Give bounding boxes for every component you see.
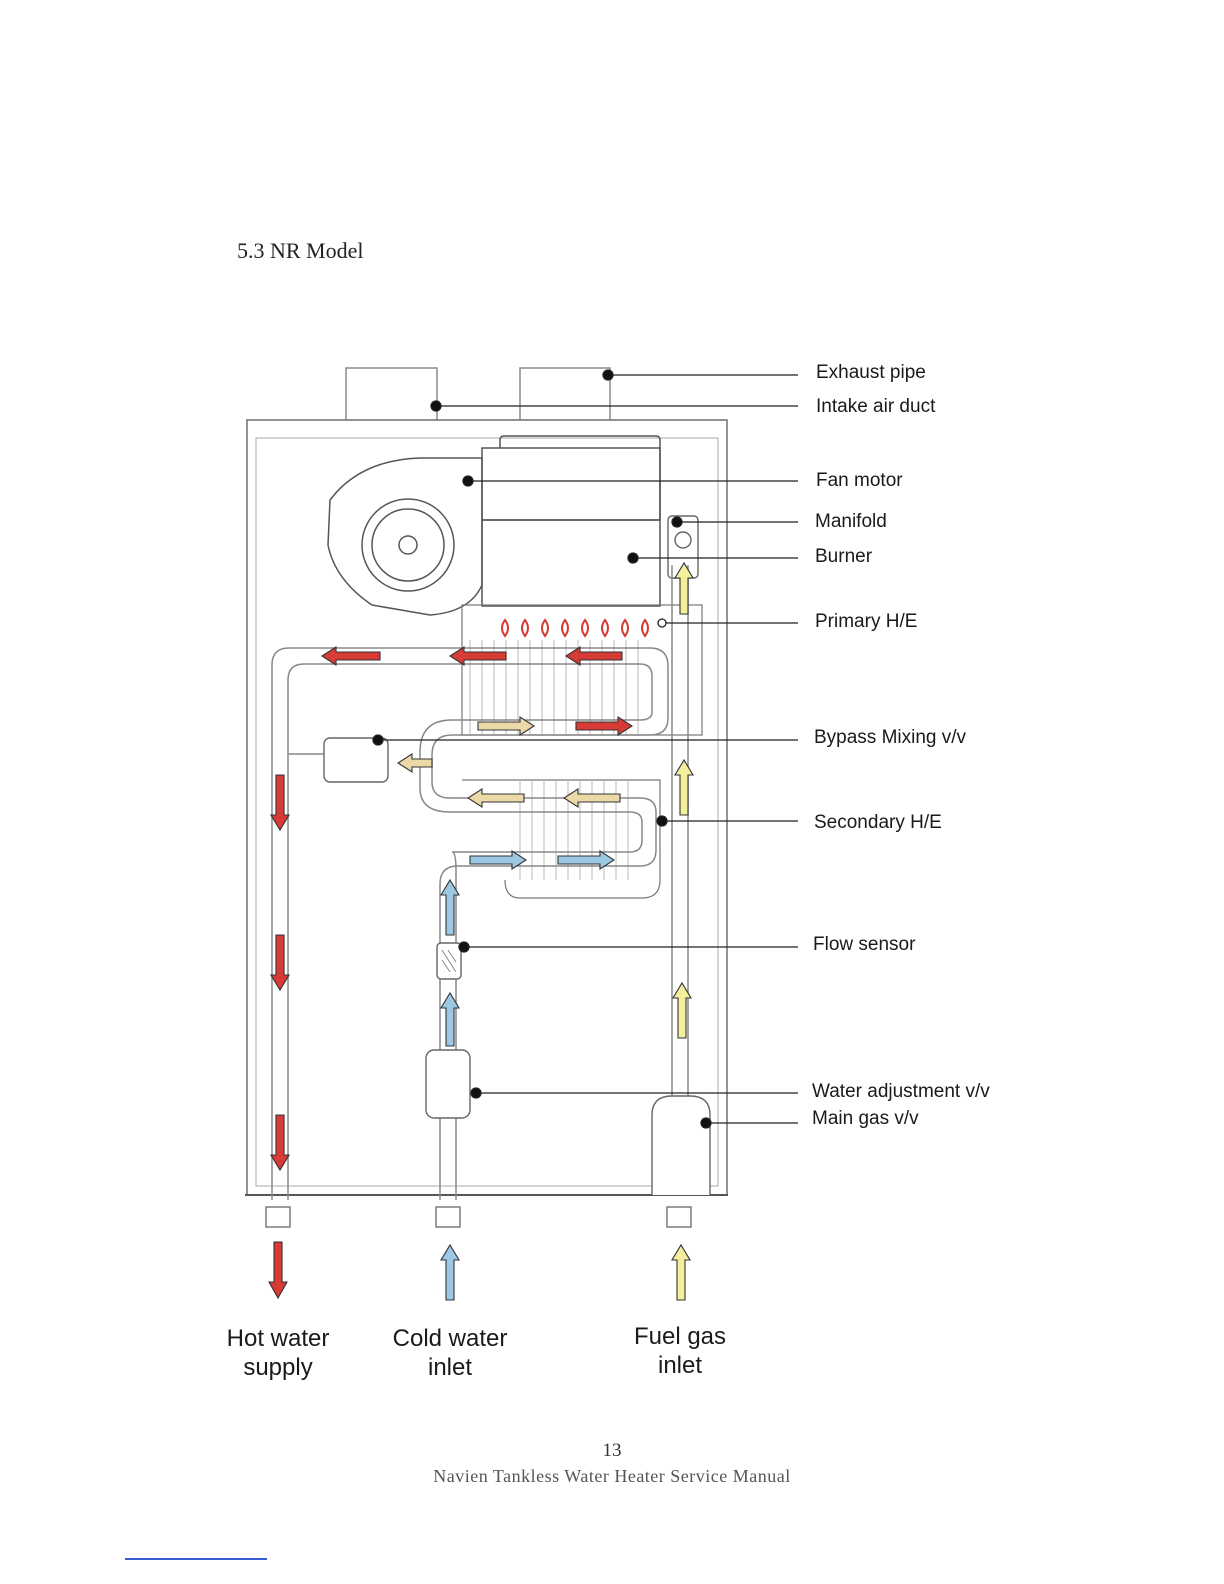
- leader-lines: [373, 370, 798, 1128]
- flow-arrows: [269, 563, 693, 1300]
- gas-arrow: [675, 563, 693, 614]
- callout-flow-sensor: Flow sensor: [813, 934, 915, 956]
- callout-secondary-he: Secondary H/E: [814, 812, 942, 834]
- cold-water-inlet-label: Cold water inlet: [360, 1324, 540, 1382]
- hot-water-line2: supply: [188, 1353, 368, 1382]
- hot-arrow: [322, 647, 380, 665]
- warm-arrow: [468, 789, 524, 807]
- hot-water-supply-label: Hot water supply: [188, 1324, 368, 1382]
- exhaust-duct-shape: [520, 368, 610, 420]
- callout-exhaust-pipe: Exhaust pipe: [816, 362, 926, 384]
- callout-burner: Burner: [815, 546, 872, 568]
- fuel-gas-line1: Fuel gas: [590, 1322, 770, 1351]
- top-ducts: [346, 368, 610, 420]
- hot-arrow: [271, 935, 289, 990]
- bottom-rule: [125, 1558, 267, 1560]
- page-number: 13: [0, 1440, 1224, 1462]
- fan-housing: [328, 436, 660, 615]
- callout-main-gas-vv: Main gas v/v: [812, 1108, 919, 1130]
- callout-fan-motor: Fan motor: [816, 470, 903, 492]
- gas-arrow: [672, 1245, 690, 1300]
- hot-arrow: [271, 1115, 289, 1170]
- gas-arrow: [675, 760, 693, 815]
- cold-arrow: [441, 1245, 459, 1300]
- callout-water-adjustment-vv: Water adjustment v/v: [812, 1081, 990, 1103]
- main-gas-shape: [652, 1096, 710, 1195]
- hot-arrow: [269, 1242, 287, 1298]
- cold-water-line1: Cold water: [360, 1324, 540, 1353]
- callout-intake-air-duct: Intake air duct: [816, 396, 935, 418]
- fuel-gas-line2: inlet: [590, 1351, 770, 1380]
- warm-arrow: [398, 754, 432, 772]
- water-adjustment-shape: [426, 1050, 470, 1118]
- callout-bypass-mixing-vv: Bypass Mixing v/v: [814, 727, 966, 749]
- hot-arrow: [271, 775, 289, 830]
- fuel-gas-inlet-label: Fuel gas inlet: [590, 1322, 770, 1380]
- intake-duct-shape: [346, 368, 437, 420]
- flow-sensor-shape: [437, 943, 461, 979]
- manual-title: Navien Tankless Water Heater Service Man…: [0, 1466, 1224, 1487]
- hot-water-line1: Hot water: [188, 1324, 368, 1353]
- burner-flames: [502, 620, 648, 636]
- callout-manifold: Manifold: [815, 511, 887, 533]
- hot-arrow: [450, 647, 506, 665]
- bottom-connectors: [266, 1207, 691, 1227]
- cold-water-line2: inlet: [360, 1353, 540, 1382]
- callout-primary-he: Primary H/E: [815, 611, 917, 633]
